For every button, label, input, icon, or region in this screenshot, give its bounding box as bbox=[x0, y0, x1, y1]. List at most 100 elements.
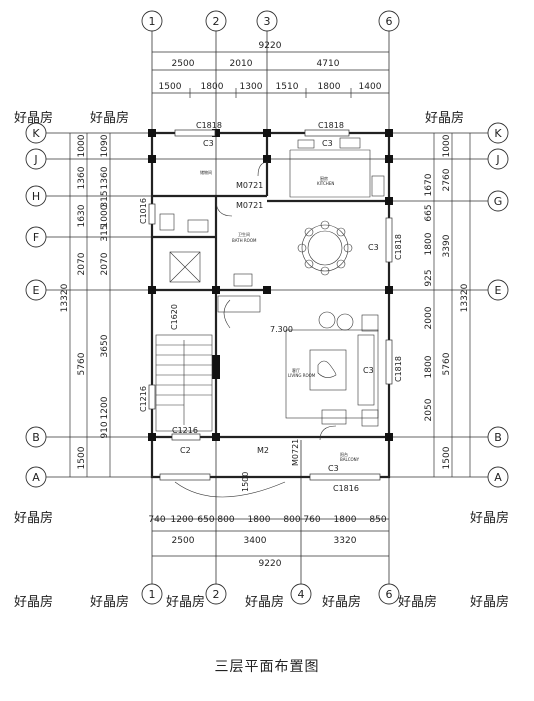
dim-value: 1200 bbox=[171, 515, 194, 525]
dim-value: 2500 bbox=[172, 536, 195, 546]
top-dimension-lines bbox=[152, 51, 389, 98]
dim-value: 1090 bbox=[100, 134, 110, 157]
room-label: BALCONY bbox=[340, 457, 360, 462]
watermark: 好晶房 bbox=[470, 594, 509, 610]
window-label: C3 bbox=[363, 366, 374, 375]
watermark: 好晶房 bbox=[398, 594, 437, 610]
right-dimensions: 1670 665 1800 925 2000 1800 2050 1000 27… bbox=[424, 134, 470, 469]
axis-label: K bbox=[32, 127, 40, 140]
axis-label: A bbox=[32, 471, 40, 484]
room-label: LIVING ROOM bbox=[288, 373, 316, 378]
dim-value: 2000 bbox=[424, 306, 434, 329]
dim-value: 1360 bbox=[100, 166, 110, 189]
axis-label: G bbox=[494, 195, 503, 208]
dim-value: 2070 bbox=[77, 252, 87, 275]
window-label: C1818 bbox=[318, 121, 344, 130]
window-label: C3 bbox=[203, 139, 214, 148]
dim-value: 315 bbox=[100, 224, 110, 241]
dim-value: 3400 bbox=[244, 536, 267, 546]
dim-value: 800 bbox=[283, 515, 300, 525]
dim-value: 2050 bbox=[424, 398, 434, 421]
watermark: 好晶房 bbox=[166, 594, 205, 610]
dim-value: 5760 bbox=[442, 352, 452, 375]
watermark: 好晶房 bbox=[322, 594, 361, 610]
doors bbox=[174, 161, 337, 498]
dim-overall-right: 13320 bbox=[460, 283, 470, 312]
watermark: 好晶房 bbox=[90, 594, 129, 610]
dim-value: 1000 bbox=[442, 134, 452, 157]
structural-columns bbox=[148, 129, 393, 441]
dim-value: 1500 bbox=[77, 446, 87, 469]
dim-value: 740 bbox=[148, 515, 165, 525]
dim-value: 1800 bbox=[334, 515, 357, 525]
dim-value: 1670 bbox=[424, 173, 434, 196]
door-label: M0721 bbox=[236, 181, 263, 190]
axis-label: K bbox=[494, 127, 502, 140]
watermark: 好晶房 bbox=[90, 110, 129, 126]
dim-value: 315 bbox=[100, 190, 110, 207]
axis-label: J bbox=[495, 153, 499, 166]
room-label: 储物间 bbox=[200, 169, 212, 175]
axis-label: 2 bbox=[213, 15, 220, 28]
kitchen-counter bbox=[289, 137, 385, 198]
dim-value: 800 bbox=[217, 515, 234, 525]
door-dimension: 1500 bbox=[241, 472, 250, 492]
dining-table bbox=[297, 220, 353, 276]
window-label: C1216 bbox=[139, 386, 148, 412]
dim-value: 1800 bbox=[424, 232, 434, 255]
dim-value: 760 bbox=[303, 515, 320, 525]
dim-value: 1800 bbox=[248, 515, 271, 525]
window-label: C1620 bbox=[170, 304, 179, 330]
axis-label: 6 bbox=[386, 588, 393, 601]
dim-value: 1800 bbox=[318, 82, 341, 92]
axis-label: 1 bbox=[149, 588, 156, 601]
column-bubble-labels: 1 2 3 6 1 2 4 6 bbox=[149, 15, 393, 601]
watermark: 好晶房 bbox=[245, 594, 284, 610]
drawing-caption: 三层平面布置图 bbox=[214, 659, 320, 675]
axis-label: B bbox=[32, 431, 40, 444]
room-label: KITCHEN bbox=[317, 181, 334, 186]
door-label: M2 bbox=[257, 446, 269, 455]
door-label: M0721 bbox=[291, 439, 300, 466]
watermark: 好晶房 bbox=[14, 510, 53, 526]
left-dimensions: 13320 1000 1360 1630 2070 5760 1500 1090… bbox=[60, 134, 110, 469]
dim-value: 3320 bbox=[334, 536, 357, 546]
dim-value: 2070 bbox=[100, 252, 110, 275]
dim-value: 925 bbox=[424, 269, 434, 286]
axis-label: A bbox=[494, 471, 502, 484]
window-labels: C1818 C1818 C3 C3 C1016 C3 C1818 C1818 C… bbox=[139, 121, 403, 493]
right-dimension-lines bbox=[433, 133, 471, 477]
room-label: 厨房 bbox=[320, 175, 328, 181]
door-labels: M0721 M0721 M0721 M2 7.300 1500 bbox=[236, 181, 300, 492]
window-label: C2 bbox=[180, 446, 191, 455]
window-label: C1216 bbox=[172, 426, 198, 435]
room-label: BATH ROOM bbox=[232, 238, 257, 243]
axis-label: J bbox=[33, 153, 37, 166]
dim-value: 4710 bbox=[317, 59, 340, 69]
room-label: 阳台 bbox=[340, 451, 348, 457]
axis-label: 4 bbox=[298, 588, 305, 601]
dim-value: 665 bbox=[424, 204, 434, 221]
room-labels: 储物间 厨房 KITCHEN 卫生间 BATH ROOM 客厅 LIVING R… bbox=[200, 169, 360, 462]
column-grid-lines bbox=[151, 30, 390, 585]
axis-label: 3 bbox=[264, 15, 271, 28]
room-label: 客厅 bbox=[292, 367, 300, 373]
dim-value: 850 bbox=[369, 515, 386, 525]
bottom-dimension-lines bbox=[152, 518, 389, 557]
dim-value: 3390 bbox=[442, 234, 452, 257]
dim-value: 1300 bbox=[240, 82, 263, 92]
axis-label: B bbox=[494, 431, 502, 444]
row-bubble-labels: K J H F E B A K J G E B A bbox=[32, 127, 503, 484]
window-label: C1016 bbox=[139, 198, 148, 224]
living-room-furniture bbox=[285, 311, 379, 427]
dim-value: 5760 bbox=[77, 352, 87, 375]
window-label: C3 bbox=[322, 139, 333, 148]
dim-value: 1800 bbox=[201, 82, 224, 92]
dim-value: 1500 bbox=[159, 82, 182, 92]
row-bubbles bbox=[25, 122, 509, 488]
dim-value: 1000 bbox=[77, 134, 87, 157]
dim-value: 1400 bbox=[359, 82, 382, 92]
dim-value: 1510 bbox=[276, 82, 299, 92]
watermarks: 好晶房 好晶房 好晶房 好晶房 好晶房 好晶房 好晶房 好晶房 好晶房 好晶房 … bbox=[14, 110, 509, 610]
